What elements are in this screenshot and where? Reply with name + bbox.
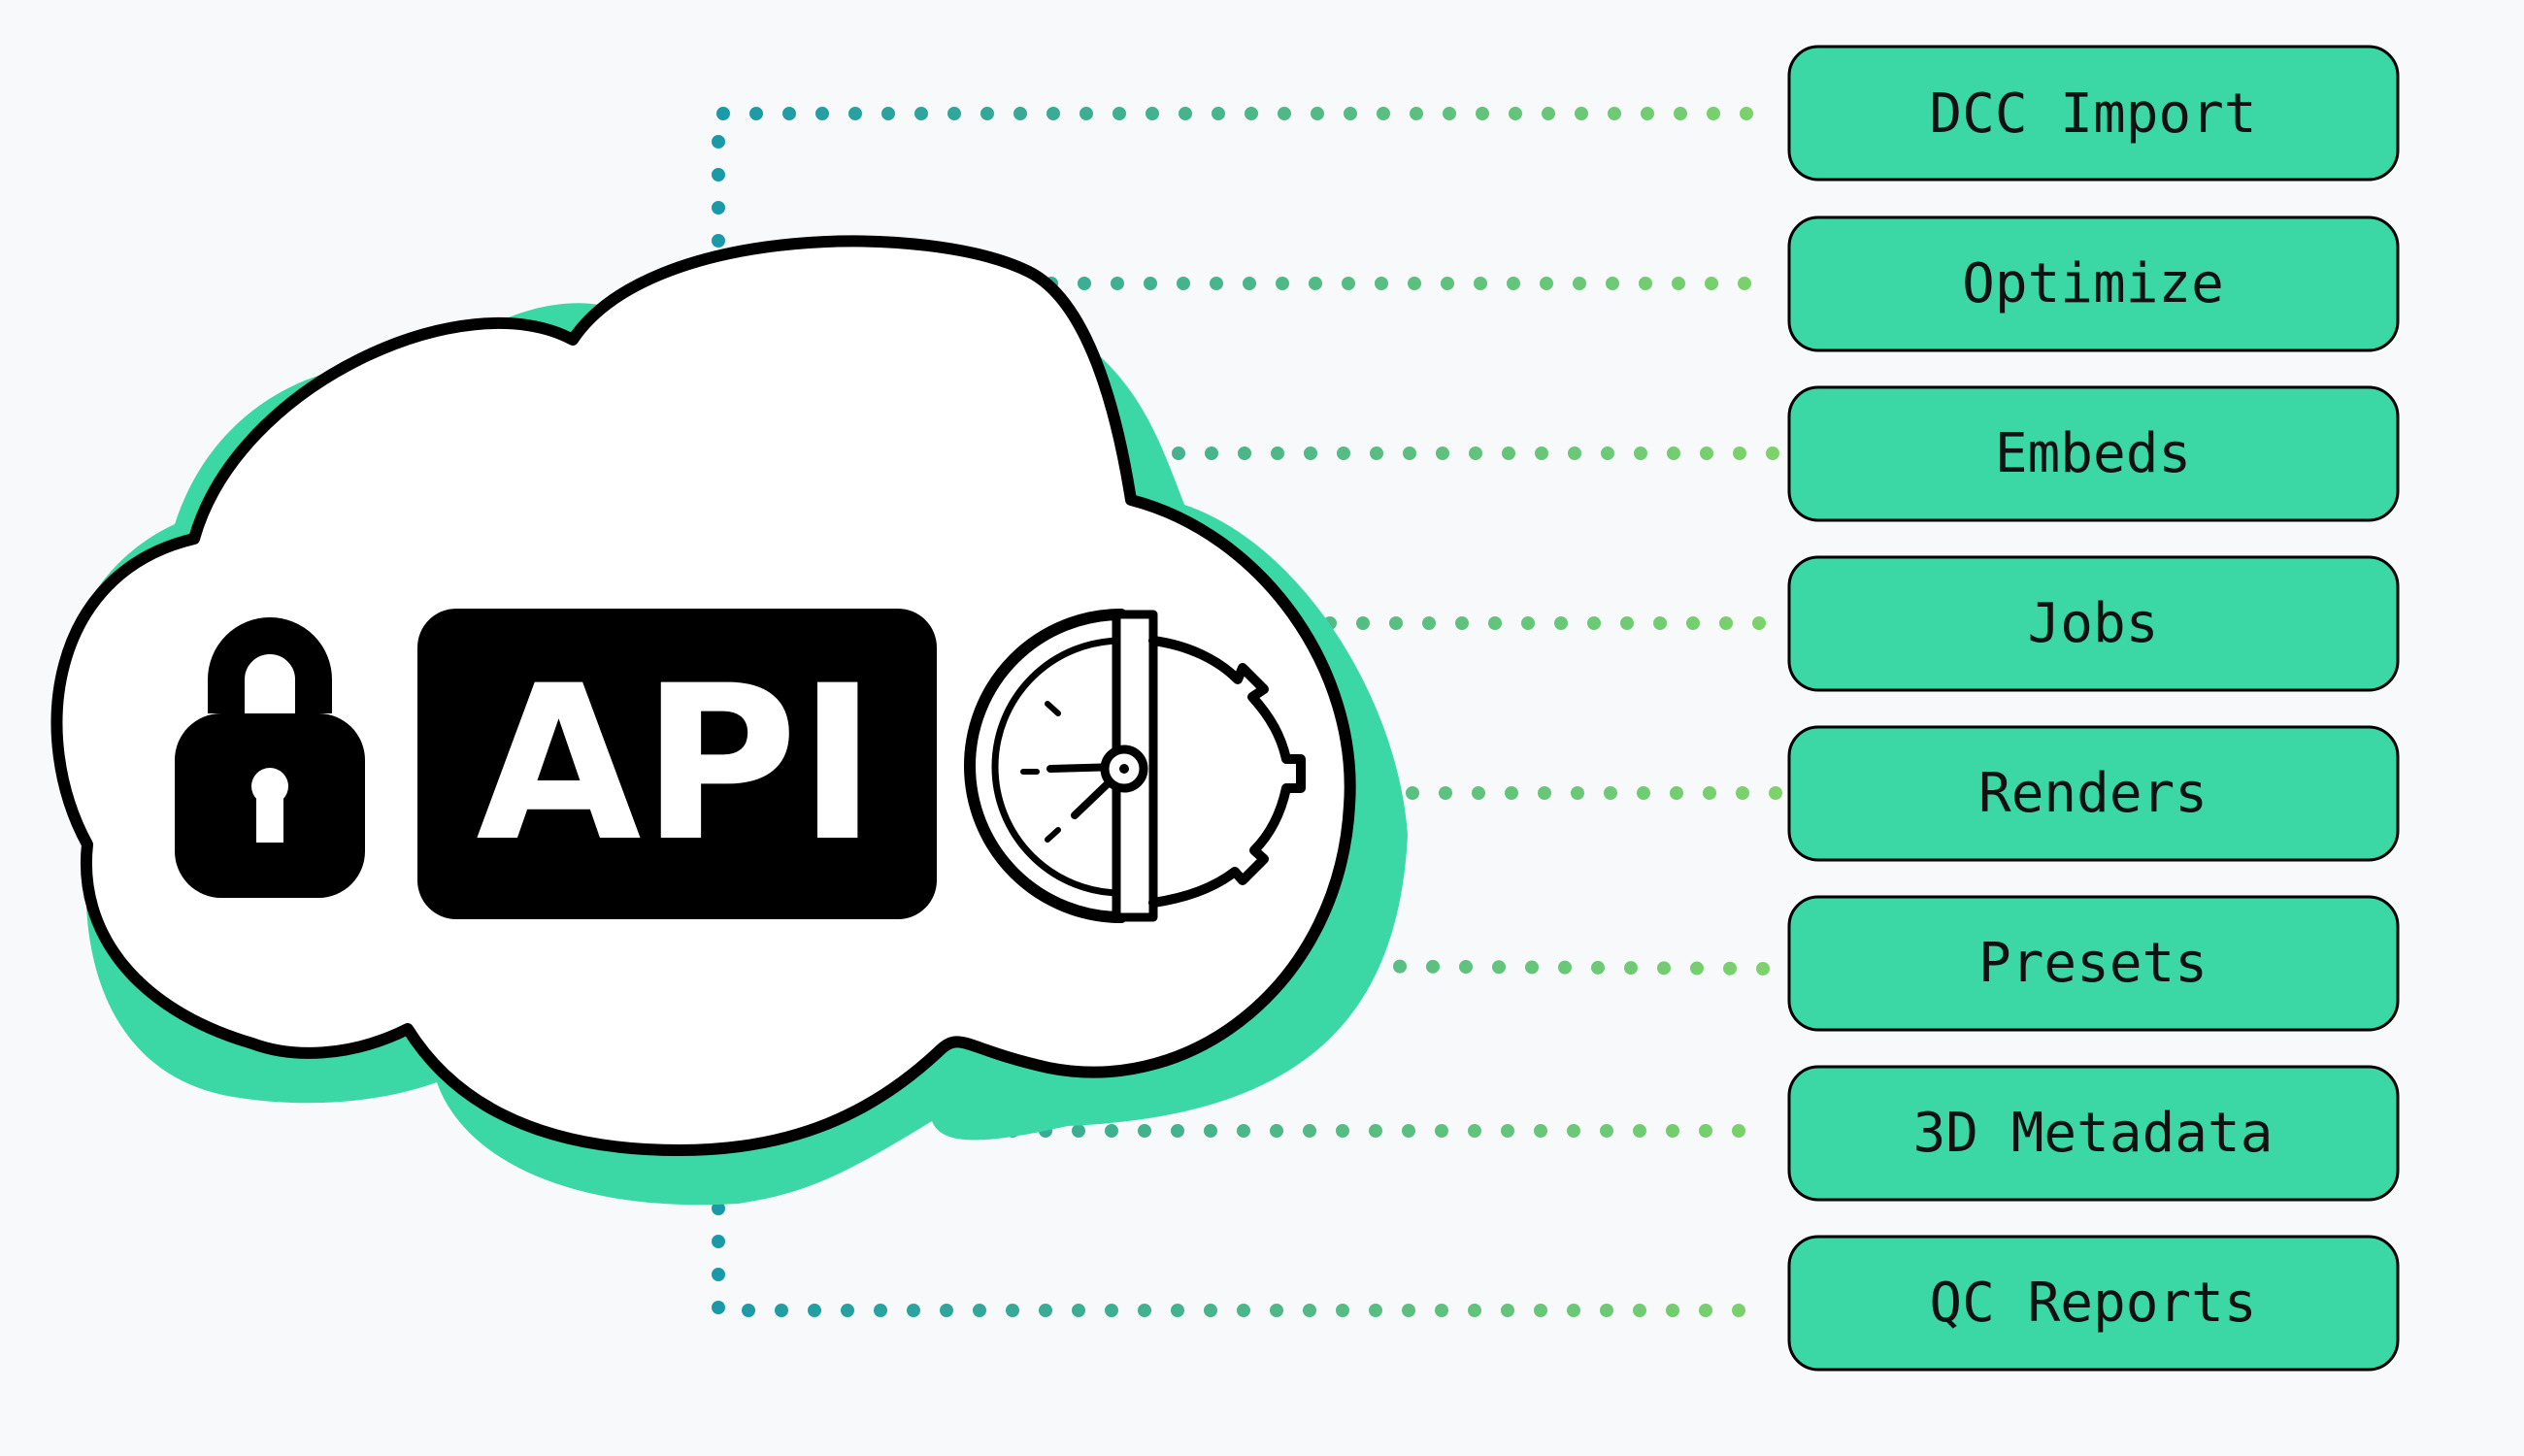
connector-qc-reports bbox=[712, 1202, 1764, 1317]
endpoint-label: Embeds bbox=[1995, 422, 2191, 485]
endpoint-presets[interactable]: Presets bbox=[1787, 895, 2400, 1032]
lock-icon bbox=[175, 617, 365, 898]
connector-dcc-import bbox=[712, 107, 1778, 248]
connector-presets bbox=[1294, 959, 1778, 976]
endpoint-label: Jobs bbox=[2028, 592, 2159, 655]
endpoint-label: DCC Import bbox=[1929, 83, 2256, 146]
endpoint-label: Presets bbox=[1978, 932, 2208, 995]
api-label: API bbox=[476, 640, 877, 888]
api-badge: API bbox=[417, 609, 937, 919]
endpoint-label: QC Reports bbox=[1929, 1272, 2256, 1335]
endpoint-optimize[interactable]: Optimize bbox=[1787, 215, 2400, 352]
endpoint-label: 3D Metadata bbox=[1913, 1102, 2274, 1165]
endpoint-3d-metadata[interactable]: 3D Metadata bbox=[1787, 1065, 2400, 1202]
endpoint-renders[interactable]: Renders bbox=[1787, 725, 2400, 862]
endpoint-label: Renders bbox=[1978, 762, 2208, 825]
endpoint-label: Optimize bbox=[1962, 252, 2224, 315]
clock-gear-icon bbox=[964, 609, 1306, 923]
endpoint-embeds[interactable]: Embeds bbox=[1787, 385, 2400, 522]
endpoint-dcc-import[interactable]: DCC Import bbox=[1787, 45, 2400, 182]
endpoint-jobs[interactable]: Jobs bbox=[1787, 555, 2400, 692]
endpoint-qc-reports[interactable]: QC Reports bbox=[1787, 1235, 2400, 1372]
endpoint-list: DCC Import Optimize Embeds Jobs Renders … bbox=[1787, 45, 2400, 1372]
